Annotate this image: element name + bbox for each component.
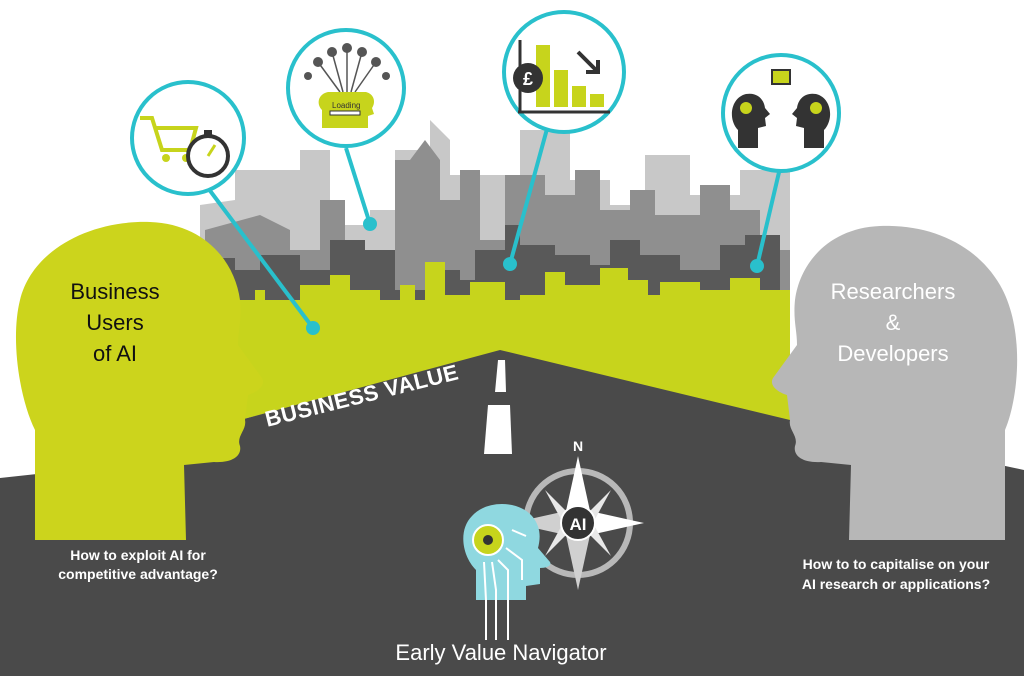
shopping-cart-stopwatch-icon [130, 80, 246, 196]
loading-text: Loading [332, 101, 360, 110]
compass-icon: AI N [512, 438, 644, 590]
researchers-label-line: Developers [837, 341, 949, 366]
business-users-question-line: How to exploit AI for [70, 547, 206, 563]
compass-center-label: AI [570, 515, 587, 534]
business-users-label-line: Users [86, 310, 144, 335]
heads-chip-gears-icon [721, 53, 841, 173]
navigator-title: Early Value Navigator [395, 640, 607, 665]
researchers-question-line: AI research or applications? [801, 576, 991, 592]
business-users-label: Business Users of AI [40, 276, 190, 369]
business-users-question-line: competitive advantage? [58, 566, 218, 582]
researcher-head [771, 225, 1018, 541]
researchers-question-line: How to to capitalise on your [802, 556, 990, 572]
researchers-label-line: Researchers [830, 279, 956, 304]
business-users-label-line: Business [70, 279, 160, 304]
business-user-head [15, 221, 264, 540]
researchers-label: Researchers & Developers [808, 276, 978, 369]
compass-north-label: N [573, 438, 583, 454]
loading-head-icon: Loading [286, 28, 406, 148]
navigator-head-icon [463, 504, 551, 640]
researchers-question: How to to capitalise on your AI research… [770, 554, 1022, 594]
pound-chart-down-icon: £ [502, 10, 626, 134]
connector-dots [306, 217, 764, 335]
researchers-label-line: & [885, 310, 901, 335]
business-users-question: How to exploit AI for competitive advant… [18, 546, 258, 584]
business-users-label-line: of AI [92, 341, 138, 366]
pound-symbol: £ [523, 69, 533, 89]
bubble-connectors [206, 117, 782, 330]
